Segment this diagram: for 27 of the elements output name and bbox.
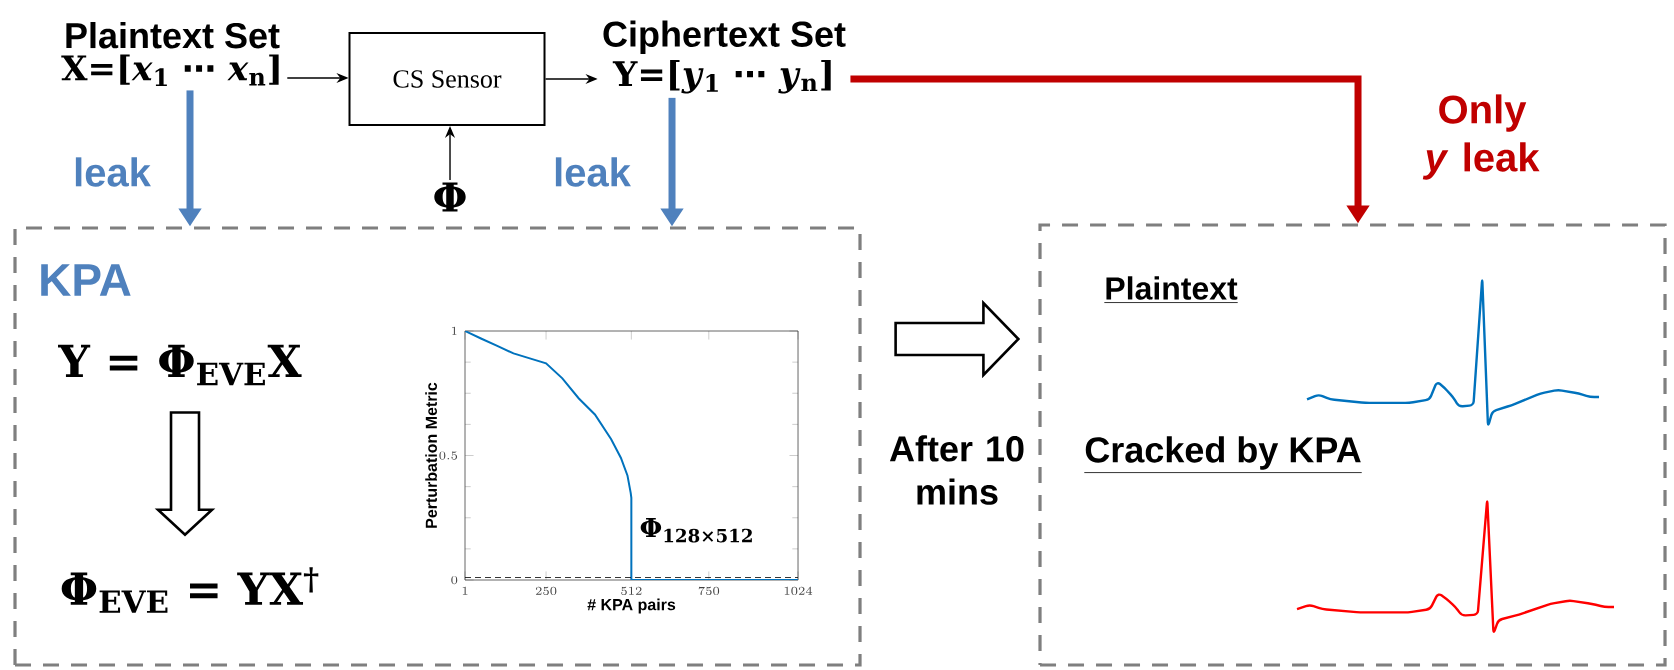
y-tick-label: 0 . 5 [439,451,458,460]
symbol-label: Φ [434,182,466,212]
x-tick-label: 512 [621,586,642,596]
edge-label: leak [75,157,151,187]
set-label: Plaintext Set X=[x$_{1}$ ⋯ x$_{n}$] [61,22,280,86]
annotation: Φ$_{128×512}$ [640,517,752,543]
hollow-arrow [154,411,216,537]
x-tick-label: 750 [698,586,720,596]
y-tick-label: 1 [452,326,457,335]
panel-heading: KPA [41,264,131,296]
process-box: CS Sensor [348,32,546,126]
panel-heading: Cracked by KPA [1083,436,1363,473]
y-tick-label: 0 [451,575,458,585]
line-chart: 1 250 512 750 1024 0 0 . 5 1 Φ$_{128×512}$ # KPA pairs Perturbation Metric [425,326,813,614]
y-axis-title: Perturbation Metric [425,382,437,528]
set-label: Ciphertext Set Y=[y$_{1}$ ⋯ y$_{n}$] [603,20,846,94]
equation: Y = Φ$_{EVE}$X [58,344,302,386]
edge-label: After 10 mins [889,435,1024,505]
equation: Φ$_{EVE}$ = YX$^{†}$ [61,567,319,613]
x-tick-label: 250 [535,586,557,596]
hollow-arrow [894,299,1021,379]
edge-label: Only y leak [1422,94,1540,180]
x-axis-title: # KPA pairs [587,598,676,614]
panel-heading: Plaintext [1103,276,1239,303]
edge-label: leak [555,157,631,187]
x-tick-label: 1024 [784,586,813,596]
x-tick-label: 1 [462,586,468,595]
